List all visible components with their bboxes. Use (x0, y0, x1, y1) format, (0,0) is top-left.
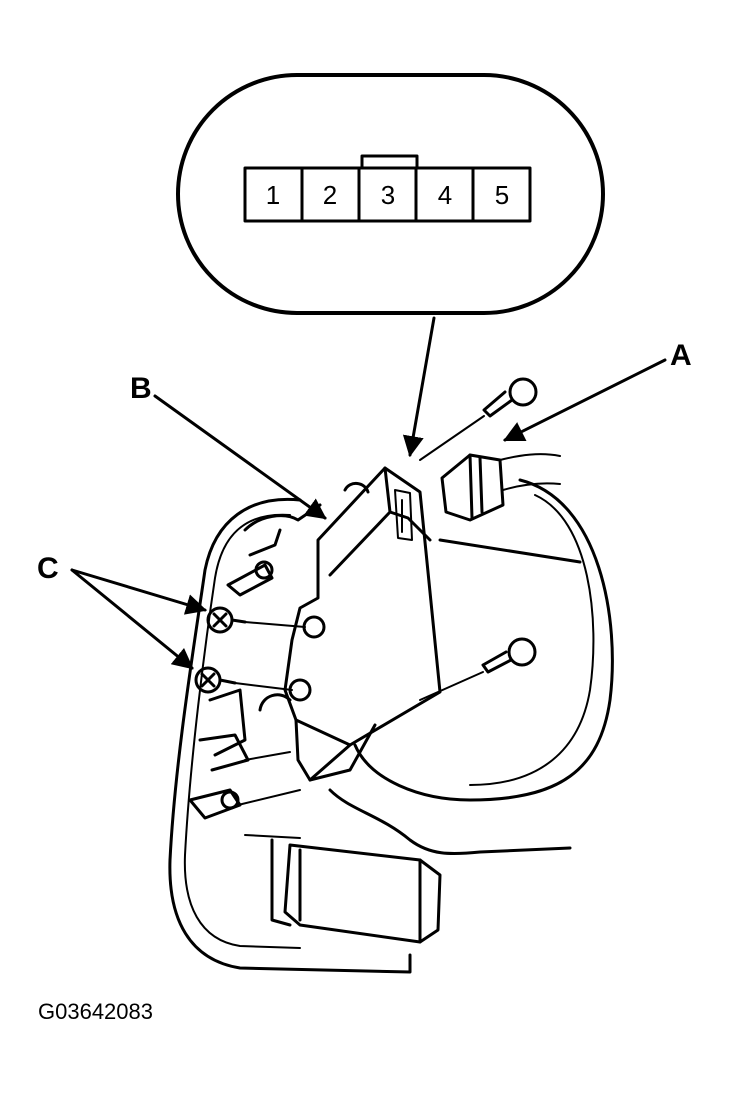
pin-number-4: 4 (438, 180, 452, 210)
screw-c-lower (194, 666, 293, 694)
lower-right-screw (419, 637, 537, 701)
connector-inset: 1 2 3 4 5 (176, 73, 605, 315)
callout-a-label: A (670, 339, 692, 372)
control-module (283, 466, 442, 782)
connector-lock-tab (360, 154, 419, 170)
lower-connector (270, 838, 442, 944)
pin-number-2: 2 (323, 180, 337, 210)
pin-number-1: 1 (266, 180, 280, 210)
screw-c-upper (206, 606, 306, 634)
callout-b-label: B (130, 372, 152, 405)
figure-code: G03642083 (38, 999, 153, 1024)
inset-pointer-arrow (402, 316, 436, 458)
mounting-bracket (188, 503, 322, 820)
callout-c-label: C (37, 552, 59, 585)
callout-c-leader-upper (70, 568, 208, 615)
upper-right-screw (419, 377, 538, 461)
callout-c-leader-lower (70, 568, 194, 670)
connector-a (440, 453, 561, 522)
steering-wheel-housing (168, 478, 614, 974)
callout-b-leader (153, 394, 327, 520)
pin-number-5: 5 (495, 180, 509, 210)
callout-a-leader (503, 358, 667, 442)
inset-oval (176, 73, 605, 315)
pin-number-3: 3 (381, 180, 395, 210)
